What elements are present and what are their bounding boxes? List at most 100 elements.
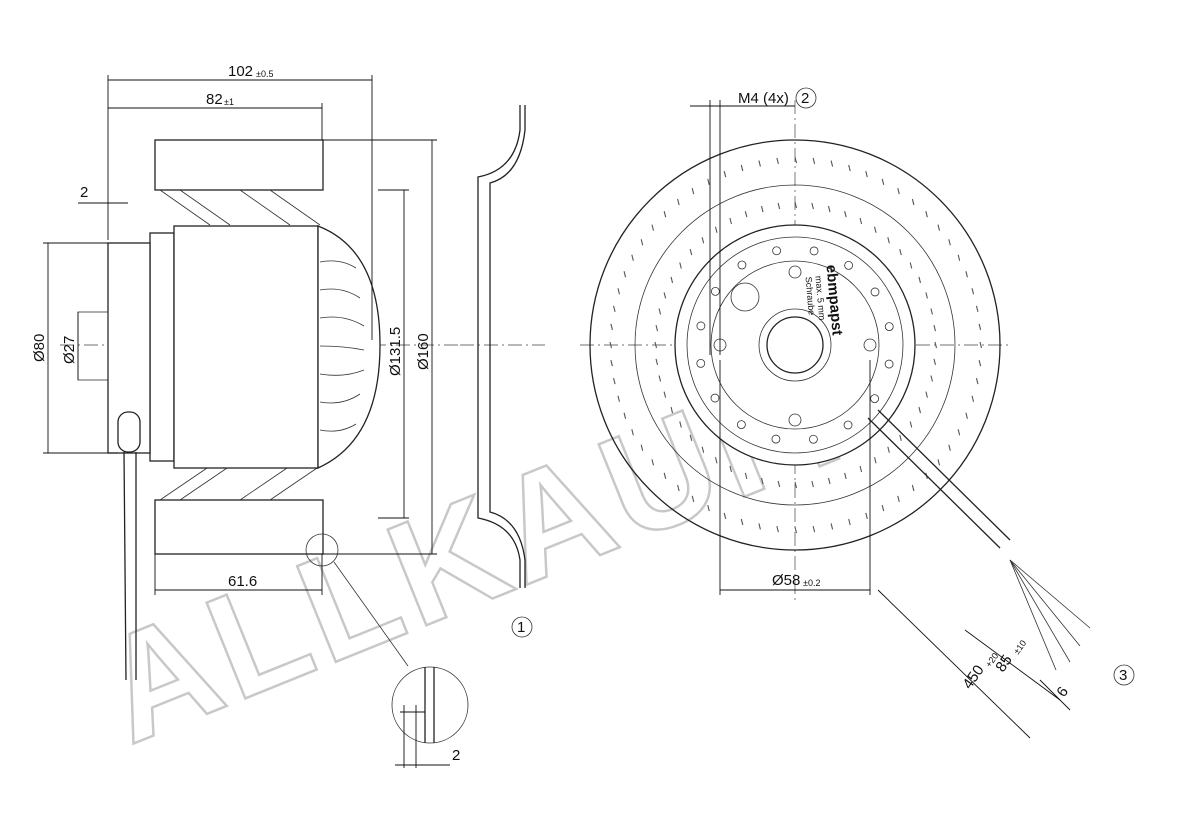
dim-strip-length-tol: ±10 [1011,638,1028,656]
dim-dia-58: Ø58 [772,572,800,589]
mount-hole [772,246,782,256]
blade-mark [909,421,913,428]
blade-mark [654,341,658,349]
blade-mark [740,518,744,526]
blade-mark [827,477,831,485]
blade-mark [899,434,902,441]
dim-dia-131-5: Ø131.5 [387,327,404,376]
blade-mark [933,358,937,366]
blade-mark [613,305,616,313]
dim-screw-spec: M4 (4x) [738,90,789,107]
blade-mark [971,395,975,402]
mount-hole [710,393,720,403]
dim-dia-80: Ø80 [31,334,48,362]
blade-mark [610,323,613,331]
dim-overall-length: 102 [228,63,253,80]
blade-mark [848,164,851,172]
blade-mark [873,226,877,233]
blade-mark [758,523,761,530]
mount-hole [844,260,854,270]
blade-mark [740,164,744,172]
blade-mark [658,308,662,315]
blade-mark [679,262,682,269]
blade-mark [663,211,667,218]
callout-2: 2 [801,90,809,107]
blade-mark [909,262,913,269]
blade-mark [827,205,831,213]
blade-mark [689,434,693,441]
side-dimensions: 102 ±0.5 82 ±1 2 Ø80 Ø27 Ø131.5 Ø160 61.… [31,63,437,595]
blade-mark [933,324,937,332]
blade-mark [887,237,890,244]
blade-mark [758,160,761,167]
blade-mark [937,459,941,466]
dim-rotor-length-tol: ±1 [224,97,234,107]
blade-mark [776,525,779,533]
mount-hole [808,434,818,444]
blade-mark [610,359,613,367]
blade-mark [714,457,718,464]
blade-mark [631,429,634,436]
blade-mark [677,484,680,492]
blade-mark [777,480,781,488]
callout-1: 1 [517,619,525,636]
blade-mark [844,210,847,218]
blade-mark [925,292,928,299]
blade-mark [658,375,662,382]
side-view [60,139,460,681]
blade-mark [663,391,667,398]
blade-mark [760,205,764,213]
mount-hole [771,434,781,444]
blade-mark [679,421,682,428]
blade-mark [925,391,928,398]
blade-mark [934,341,938,349]
blade-mark [691,495,695,502]
blade-mark [830,160,834,167]
motor-label: ebmpapst max. 5 mm Schraube [803,264,846,336]
blade-mark [640,239,644,246]
blade-mark [707,505,710,512]
blade-mark [911,198,915,206]
mount-hole [843,420,853,430]
blade-mark [844,472,847,480]
blade-mark [859,465,863,473]
blade-mark [975,305,979,313]
dim-overall-length-tol: ±0.5 [256,69,273,79]
blade-mark [677,198,680,206]
blade-mark [631,254,634,261]
blade-mark [811,202,814,210]
inlet-ring-section: 1 [460,105,545,638]
label-line-1: max. 5 mm [813,275,827,320]
blade-mark [689,249,693,256]
blade-mark [714,226,718,233]
detail-view: 2 [391,666,469,768]
blade-mark [617,395,620,402]
blade-mark [623,271,627,278]
label-line-2: Schraube [803,276,816,315]
dim-dia-160: Ø160 [415,333,432,370]
blade-mark [918,406,921,414]
blade-mark [707,178,710,185]
mount-hole [710,286,720,296]
blade-mark [651,224,655,231]
blade-mark [965,412,968,419]
blade-mark [830,523,834,530]
blade-mark [794,526,798,534]
blade-mark [744,210,748,218]
dim-bare-end: 6 [1053,684,1072,701]
dim-dia-27: Ø27 [61,336,78,364]
blade-mark [930,308,933,315]
dim-flange-thickness: 2 [80,184,88,201]
blade-mark [965,271,968,278]
blade-mark [777,202,781,210]
mount-hole [696,358,706,368]
blade-mark [663,472,667,479]
mount-hole [696,321,706,331]
blade-mark [729,465,732,473]
mount-holes [696,246,894,444]
blade-mark [701,446,705,453]
blade-mark [794,201,798,209]
label-brand: ebmpapst [823,264,846,336]
front-dimensions: M4 (4x) 2 Ø58 ±0.2 450 +20 85 ±10 6 3 [690,87,1135,739]
blade-mark [978,323,982,331]
